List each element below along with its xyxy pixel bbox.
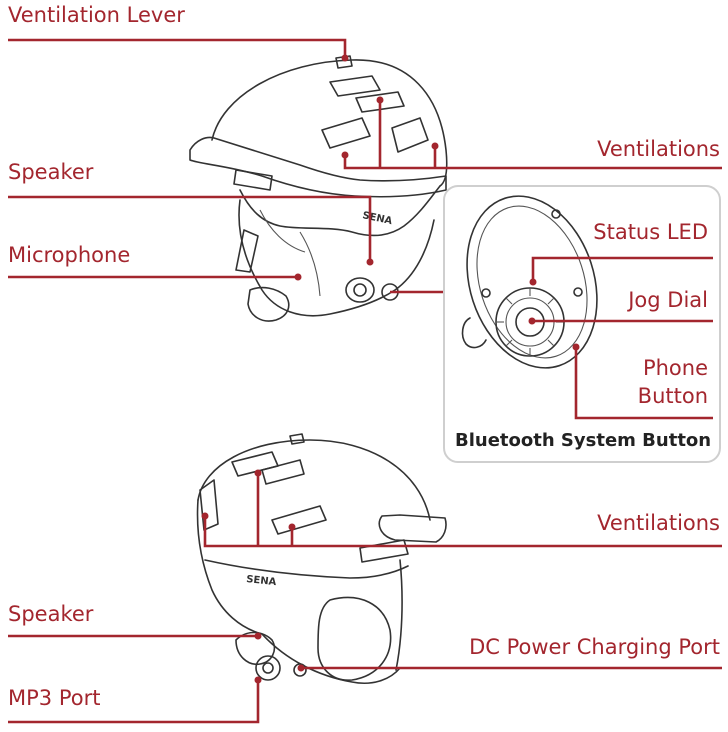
label-ventilation-lever: Ventilation Lever [8, 3, 185, 27]
bottom-brand-logo: SENA [246, 574, 277, 588]
leader-speaker-top [8, 195, 372, 262]
top-helmet-drawing: SENA [189, 55, 448, 322]
inset-leaders [528, 256, 713, 420]
bottom-helmet-shell [197, 439, 431, 521]
leader-ventilation-lever [8, 38, 347, 60]
bottom-helmet-drawing: SENA [196, 433, 447, 684]
label-ventilations-bottom: Ventilations [597, 511, 720, 535]
label-speaker-bottom: Speaker [8, 602, 94, 626]
leader-status-led [531, 256, 713, 282]
inset-border [443, 185, 721, 463]
inset-panel [443, 185, 721, 463]
label-jog-dial: Jog Dial [628, 288, 708, 312]
label-phone-button-line2: Button [637, 384, 708, 408]
label-ventilations-top: Ventilations [597, 137, 720, 161]
top-helmet-brim [189, 136, 447, 198]
leader-mp3-port [8, 680, 260, 724]
leader-ventilations-top [343, 155, 722, 170]
bottom-helmet-brim [378, 514, 447, 543]
label-status-led: Status LED [593, 220, 708, 244]
label-phone-button-line1: Phone [642, 356, 708, 380]
label-bluetooth-system-button: Bluetooth System Button [455, 430, 712, 451]
label-microphone: Microphone [8, 243, 131, 267]
bottom-leaders [8, 469, 722, 724]
top-leaders [8, 38, 722, 294]
top-brand-logo: SENA [361, 210, 393, 227]
label-speaker-top: Speaker [8, 160, 94, 184]
leader-ventilations-bottom [203, 516, 722, 548]
label-dc-power-charging-port: DC Power Charging Port [469, 635, 720, 659]
leader-phone-button [574, 347, 713, 420]
label-mp3-port: MP3 Port [8, 686, 101, 710]
top-helmet-shell [211, 59, 448, 187]
top-helmet-side [239, 185, 441, 237]
top-helmet-chin [238, 199, 435, 317]
module-body [466, 195, 598, 369]
